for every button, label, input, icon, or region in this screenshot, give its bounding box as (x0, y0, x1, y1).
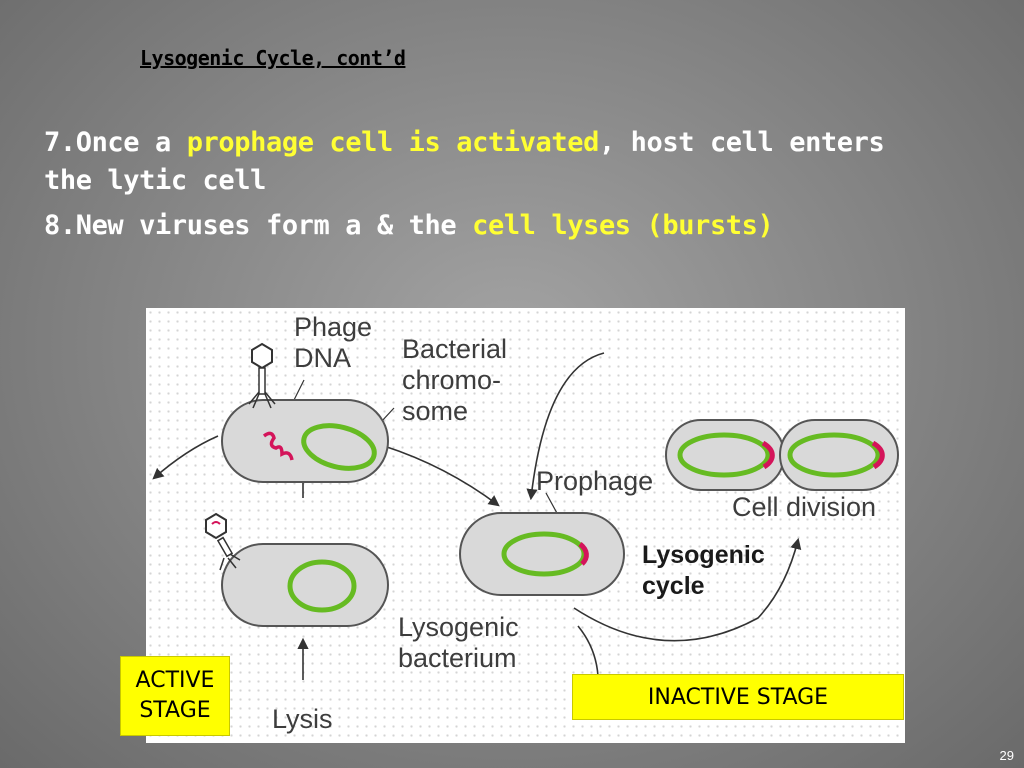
bullet-7-highlight: prophage cell is activated (186, 127, 600, 158)
phage-bottom-icon (205, 512, 241, 571)
arrow-to-lytic (152, 435, 219, 480)
bullet-list: 7.Once a prophage cell is activated, hos… (44, 124, 944, 252)
arrow-division-to-prophage (526, 352, 605, 501)
bullet-8-highlight: cell lyses (bursts) (472, 210, 774, 241)
attached-bacterium (221, 543, 389, 627)
infected-bacterium (221, 399, 389, 483)
label-cell-division: Cell division (732, 492, 877, 522)
arrow-infected-to-lysogenic (383, 445, 500, 507)
phage-dna-strand (262, 431, 294, 461)
lysogenic-bacterium (459, 512, 625, 596)
slide-title: Lysogenic Cycle, cont’d (140, 46, 406, 70)
bullet-7-line2: the lytic cell (44, 165, 266, 196)
phage-top-icon (248, 342, 276, 409)
bullet-7: 7.Once a prophage cell is activated, hos… (44, 124, 944, 200)
bullet-7-suffix: , host cell enters (598, 127, 885, 158)
bullet-8: 8.New viruses form a & the cell lyses (b… (44, 207, 944, 245)
active-stage-box: ACTIVE STAGE (120, 656, 230, 736)
dividing-cells (665, 419, 899, 491)
arrow-to-inactive (577, 625, 599, 677)
bullet-8-prefix: 8.New viruses form a & the (44, 210, 473, 241)
diagram-graphics (152, 342, 899, 680)
prophage-segment (578, 542, 589, 566)
bullet-7-prefix: 7.Once a (44, 127, 187, 158)
label-lysis: Lysis (272, 704, 333, 734)
arrow-lysogenic-cycle (573, 537, 802, 642)
page-number: 29 (999, 748, 1014, 763)
inactive-stage-box: INACTIVE STAGE (572, 674, 904, 720)
label-prophage: Prophage (536, 466, 654, 496)
